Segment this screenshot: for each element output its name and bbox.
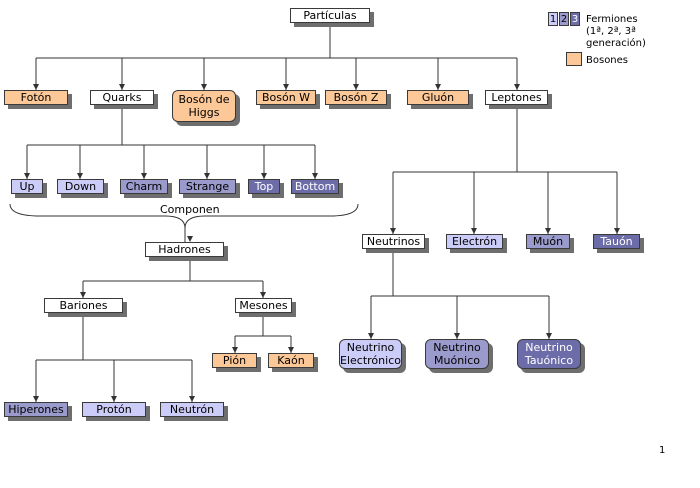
legend-gen2-swatch: 2	[559, 12, 569, 26]
label-componen: Componen	[160, 203, 220, 216]
node-quark-charm: Charm	[120, 179, 168, 194]
legend-bosons-label: Bosones	[586, 55, 629, 66]
node-tauon: Tauón	[593, 234, 640, 249]
node-boson-higgs: Bosón de Higgs	[172, 90, 236, 122]
nu-tau-line1: Neutrino	[525, 341, 573, 354]
node-hiperones: Hiperones	[4, 402, 68, 417]
legend-fermions-line2: (1ª, 2ª, 3ª	[586, 26, 636, 37]
node-pion: Pión	[212, 353, 257, 368]
legend-gen1-swatch: 1	[548, 12, 558, 26]
node-quark-top: Top	[248, 179, 280, 194]
node-leptones: Leptones	[485, 90, 548, 105]
node-particulas: Partículas	[290, 8, 370, 23]
node-mesones: Mesones	[235, 298, 292, 313]
node-quark-down: Down	[57, 179, 104, 194]
node-proton: Protón	[82, 402, 146, 417]
node-neutrino-electronico: Neutrino Electrónico	[339, 339, 402, 369]
nu-e-line2: Electrónico	[340, 354, 401, 367]
node-neutrino-muonico: Neutrino Muónico	[425, 339, 489, 369]
nu-tau-line2: Tauónico	[524, 354, 574, 367]
node-neutrinos: Neutrinos	[362, 234, 425, 249]
legend-gen3-swatch: 3	[570, 12, 580, 26]
node-neutron: Neutrón	[160, 402, 224, 417]
node-hadrones: Hadrones	[145, 242, 224, 257]
node-quark-up: Up	[11, 179, 43, 194]
node-quark-bottom: Bottom	[291, 179, 339, 194]
higgs-line1: Bosón de	[178, 93, 230, 106]
node-foton: Fotón	[4, 90, 68, 105]
legend-fermions-line1: Fermiones	[586, 14, 638, 25]
node-gluon: Gluón	[407, 90, 469, 105]
node-boson-w: Bosón W	[256, 90, 316, 105]
node-electron: Electrón	[446, 234, 503, 249]
node-bariones: Bariones	[44, 298, 123, 313]
nu-mu-line1: Neutrino	[433, 341, 481, 354]
node-kaon: Kaón	[268, 353, 314, 368]
node-quark-strange: Strange	[179, 179, 236, 194]
nu-mu-line2: Muónico	[434, 354, 480, 367]
node-boson-z: Bosón Z	[325, 90, 387, 105]
legend-fermions-line3: generación)	[586, 38, 646, 49]
legend-boson-swatch	[566, 52, 582, 66]
node-quarks: Quarks	[90, 90, 154, 105]
higgs-line2: Higgs	[188, 106, 220, 119]
node-neutrino-tauonico: Neutrino Tauónico	[517, 339, 581, 369]
nu-e-line1: Neutrino	[346, 341, 395, 354]
page-number: 1	[659, 445, 666, 456]
node-muon: Muón	[526, 234, 570, 249]
